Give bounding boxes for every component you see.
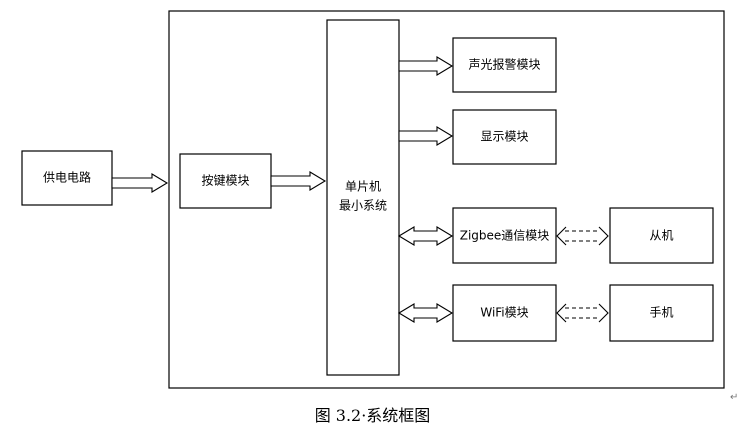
- zigbee-module-block: [452, 207, 557, 264]
- phone-label: 手机: [649, 306, 673, 320]
- arrow-mcu-to-display: [398, 126, 454, 146]
- arrow-power-to-keys: [111, 173, 169, 193]
- paragraph-mark: ↵: [730, 392, 739, 403]
- display-module-label: 显示模块: [480, 130, 528, 144]
- arrow-mcu-to-alarm: [398, 56, 454, 76]
- mcu-label-line1: 单片机: [345, 180, 381, 194]
- arrow-mcu-zigbee-bidirectional: [397, 226, 454, 246]
- arrow-mcu-wifi-bidirectional: [397, 303, 454, 323]
- display-module-block: [452, 109, 557, 165]
- power-supply-block: [21, 150, 113, 206]
- wifi-module-label: WiFi模块: [480, 306, 528, 320]
- mcu-block: [326, 19, 400, 376]
- arrow-keys-to-mcu: [270, 171, 327, 191]
- figure-caption: 图 3.2·系统框图: [314, 406, 431, 425]
- slave-block: [609, 207, 714, 264]
- key-module-block: [179, 153, 272, 209]
- system-boundary: [168, 10, 725, 389]
- power-supply-label: 供电电路: [43, 170, 91, 185]
- alarm-module-label: 声光报警模块: [468, 57, 540, 72]
- dashed-link-wifi-phone: [556, 303, 609, 323]
- mcu-label-line2: 最小系统: [339, 199, 387, 213]
- alarm-module-block: [452, 37, 557, 93]
- phone-block: [609, 284, 714, 342]
- key-module-label: 按键模块: [201, 174, 249, 188]
- zigbee-module-label: Zigbee通信模块: [460, 229, 550, 243]
- dashed-link-zigbee-slave: [556, 226, 609, 246]
- slave-label: 从机: [649, 229, 673, 243]
